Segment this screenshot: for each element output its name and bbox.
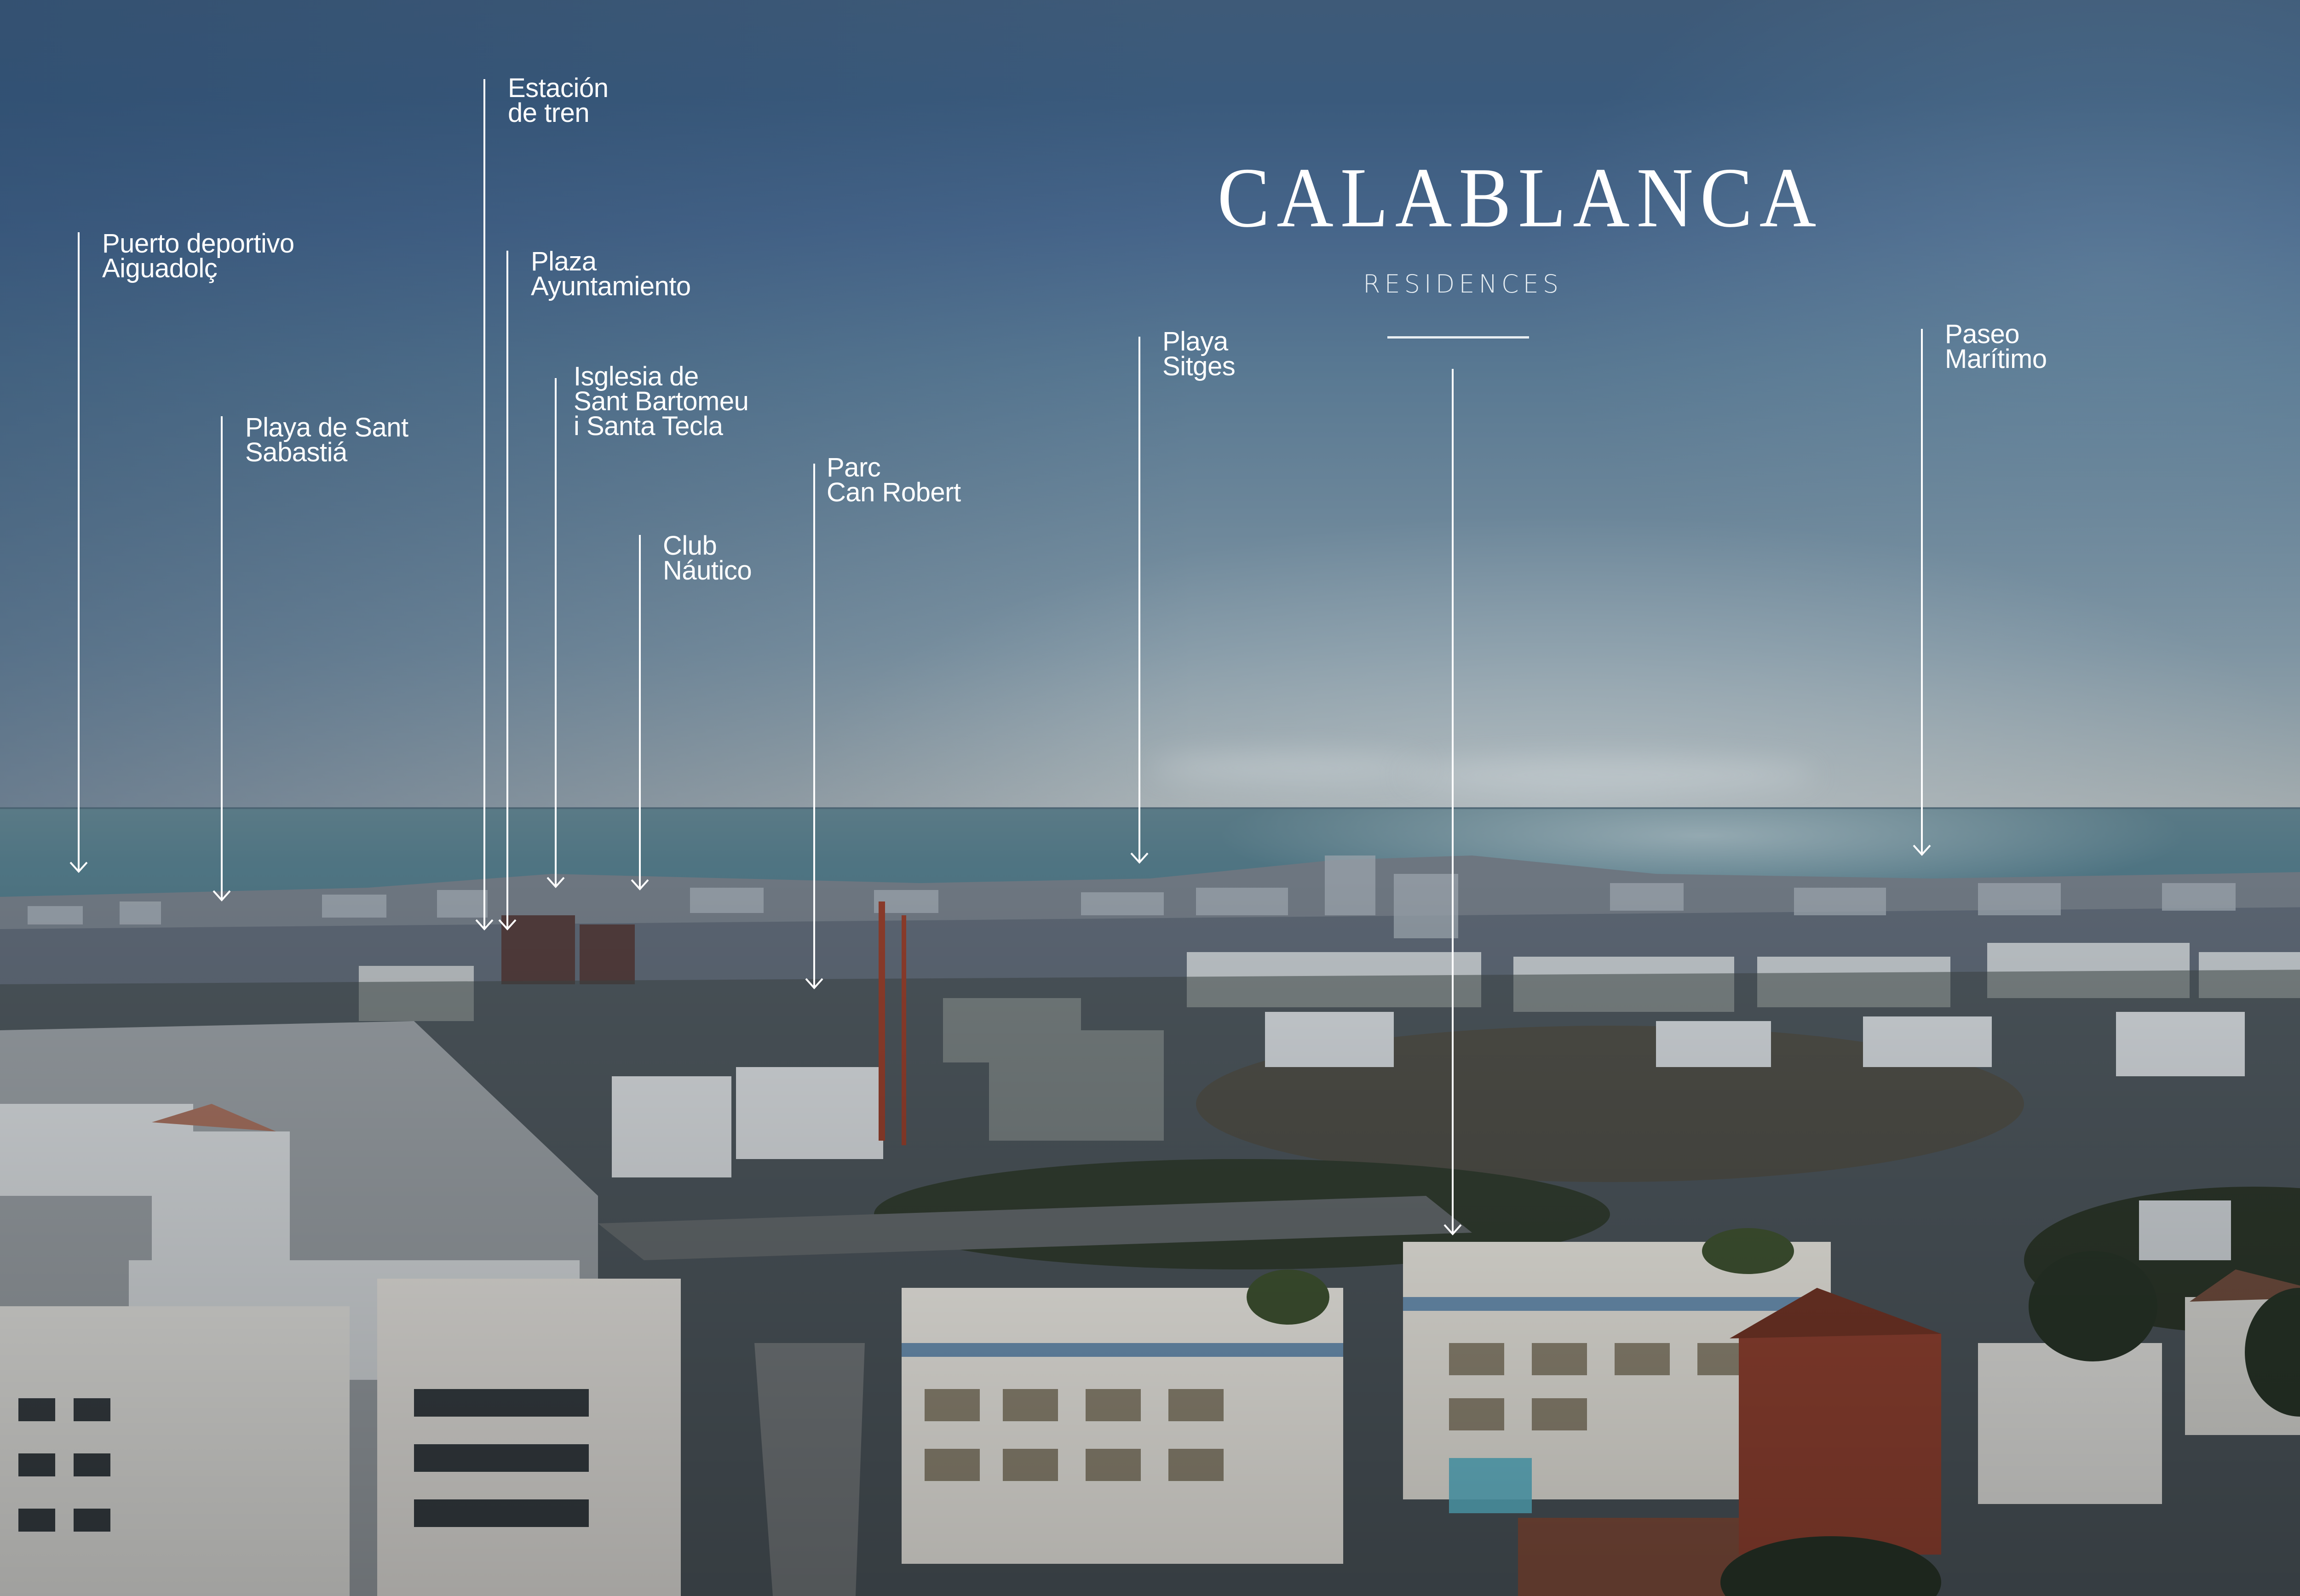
- logo-underline: [1387, 336, 1529, 339]
- marker-label: Isglesia de Sant Bartomeu i Santa Tecla: [574, 362, 749, 441]
- marker-label: Paseo Marítimo: [1945, 319, 2047, 374]
- marker-label: Puerto deportivo Aiguadolç: [102, 229, 294, 283]
- marker-label: Club Náutico: [663, 531, 752, 586]
- sky-background: [0, 0, 2300, 814]
- marker-label: Playa de Sant Sabastiá: [245, 413, 408, 467]
- marker-line: [1138, 337, 1140, 862]
- marker-label: Parc Can Robert: [827, 453, 961, 507]
- city-aerial-view: [0, 846, 2300, 1596]
- marker-line: [221, 416, 223, 900]
- marker-label: Plaza Ayuntamiento: [531, 247, 691, 301]
- marker-line: [1452, 369, 1454, 1234]
- marker-line: [555, 378, 557, 887]
- marker-line: [813, 464, 815, 988]
- brand-name: CALABLANCA: [1217, 150, 1823, 245]
- marker-line: [1921, 329, 1923, 855]
- brand-subtitle: RESIDENCES: [1363, 270, 1563, 299]
- marker-line: [506, 251, 508, 929]
- marker-line: [483, 79, 485, 929]
- horizon: [0, 807, 2300, 809]
- image-darken-overlay: [0, 874, 2300, 1596]
- cloud: [1403, 759, 1817, 791]
- marker-label: Playa Sitges: [1162, 327, 1236, 381]
- marker-line: [78, 232, 80, 872]
- cloud: [1150, 754, 1426, 782]
- brand-logo: CALABLANCA RESIDENCES: [1196, 150, 1823, 299]
- sky-shade: [0, 0, 1196, 814]
- marker-line: [639, 535, 641, 889]
- marker-label: Estación de tren: [508, 73, 609, 128]
